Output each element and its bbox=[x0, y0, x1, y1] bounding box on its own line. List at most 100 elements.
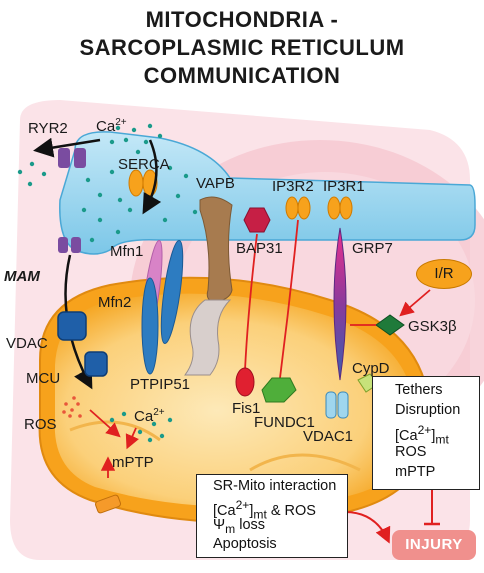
dot bbox=[121, 411, 127, 417]
label-ca-mid: Ca2+ bbox=[134, 407, 165, 425]
page-title-line2: SARCOPLASMIC RETICULUM bbox=[79, 35, 405, 60]
grp7-protein bbox=[333, 227, 347, 381]
dot bbox=[109, 169, 115, 175]
dot bbox=[183, 173, 189, 179]
ryr2-channel bbox=[58, 148, 86, 168]
label-ros: ROS bbox=[24, 416, 57, 433]
label-ptpip51: PTPIP51 bbox=[130, 376, 191, 393]
mam-channel bbox=[58, 237, 81, 253]
dot bbox=[109, 139, 115, 145]
mptp-pore-left bbox=[95, 494, 121, 514]
dot bbox=[115, 229, 121, 235]
page-title-line1: MITOCHONDRIA - bbox=[145, 7, 339, 32]
label-mam: MAM bbox=[4, 268, 40, 285]
mfn2-protein-a bbox=[141, 277, 159, 375]
right-box-line3: [Ca2+]mt bbox=[395, 423, 449, 447]
dot bbox=[29, 161, 35, 167]
label-gsk3b: GSK3β bbox=[408, 318, 457, 335]
page-title-line3: COMMUNICATION bbox=[143, 63, 341, 88]
dot bbox=[131, 127, 137, 133]
bottom-box-line3: Ψm loss bbox=[213, 517, 266, 536]
dot bbox=[137, 429, 143, 435]
right-box-line2: Disruption bbox=[395, 402, 461, 418]
bottom-box-line4: Apoptosis bbox=[213, 536, 277, 552]
dot bbox=[127, 207, 133, 213]
dot bbox=[17, 169, 23, 175]
ros-particles bbox=[62, 396, 82, 418]
bottom-box-line2: [Ca2+]mt & ROS bbox=[213, 498, 316, 522]
ir-gsk3b-arrow bbox=[399, 289, 431, 317]
label-vapb: VAPB bbox=[196, 175, 235, 192]
fis1-protein bbox=[235, 367, 255, 397]
label-ryr2: RYR2 bbox=[28, 120, 68, 137]
dot bbox=[162, 217, 168, 223]
dot bbox=[72, 396, 76, 400]
ca-mptp-arrow bbox=[125, 427, 139, 450]
ip3r2-fundc1-link bbox=[279, 219, 299, 379]
vdac-channel bbox=[57, 311, 87, 341]
ip3r1-channel bbox=[327, 196, 353, 220]
dot bbox=[68, 414, 72, 418]
dot bbox=[135, 149, 141, 155]
dot bbox=[147, 437, 153, 443]
dot bbox=[175, 193, 181, 199]
dot bbox=[167, 165, 173, 171]
right-box-line4: ROS bbox=[395, 444, 427, 460]
dot bbox=[27, 181, 33, 187]
mito-calcium-dots bbox=[109, 411, 173, 443]
dot bbox=[81, 207, 87, 213]
injury-badge: INJURY bbox=[392, 530, 476, 560]
label-mptp: mPTP bbox=[112, 454, 154, 471]
dot bbox=[89, 237, 95, 243]
label-bap31: BAP31 bbox=[236, 240, 283, 257]
label-vdac: VDAC bbox=[6, 335, 48, 352]
dot bbox=[157, 133, 163, 139]
right-box-line1: Tethers bbox=[395, 382, 443, 398]
label-vdac1: VDAC1 bbox=[303, 428, 354, 445]
gsk3b-kinase bbox=[375, 314, 405, 336]
bap31-protein bbox=[243, 207, 271, 233]
bottom-box-line1: SR-Mito interaction bbox=[213, 478, 337, 494]
ip3r2-channel bbox=[285, 196, 311, 220]
vapb-protein bbox=[199, 196, 233, 303]
dot bbox=[151, 421, 157, 427]
dot bbox=[62, 410, 66, 414]
mcu-channel bbox=[84, 351, 108, 377]
label-ip3r2: IP3R2 bbox=[272, 178, 314, 195]
dot bbox=[78, 414, 82, 418]
dot bbox=[41, 171, 47, 177]
label-fis1: Fis1 bbox=[232, 400, 261, 417]
dot bbox=[97, 192, 103, 198]
cytosolic-calcium-dots bbox=[17, 123, 163, 187]
dot bbox=[159, 433, 165, 439]
ryr2-arrow bbox=[33, 137, 101, 158]
dot bbox=[192, 209, 198, 215]
label-serca: SERCA bbox=[118, 156, 170, 173]
dot bbox=[109, 417, 115, 423]
dot bbox=[70, 408, 74, 412]
bap31-fis1-link bbox=[244, 233, 258, 371]
mitochondrion-crista bbox=[249, 453, 361, 472]
label-mfn2: Mfn2 bbox=[98, 294, 132, 311]
dot bbox=[64, 402, 68, 406]
dot bbox=[167, 417, 173, 423]
dot bbox=[147, 123, 153, 129]
ir-bubble: I/R bbox=[416, 259, 472, 289]
dot bbox=[143, 139, 149, 145]
ptpip51-protein bbox=[184, 299, 232, 376]
dot bbox=[76, 402, 80, 406]
ros-mptp-arrow bbox=[89, 409, 121, 438]
dot bbox=[85, 177, 91, 183]
label-ca-top: Ca2+ bbox=[96, 117, 127, 135]
label-mcu: MCU bbox=[26, 370, 61, 387]
serca-arrow bbox=[142, 139, 162, 215]
label-mfn1: Mfn1 bbox=[110, 243, 144, 260]
outcome-box-bottom: SR-Mito interaction [Ca2+]mt & ROS Ψm lo… bbox=[196, 474, 348, 558]
vdac1-channel bbox=[325, 391, 349, 419]
dot bbox=[123, 137, 129, 143]
sr-calcium-dots bbox=[81, 165, 198, 243]
outcome-box-right: Tethers Disruption [Ca2+]mt ROS mPTP bbox=[372, 376, 480, 490]
fundc1-protein bbox=[261, 377, 297, 403]
dot bbox=[115, 125, 121, 131]
